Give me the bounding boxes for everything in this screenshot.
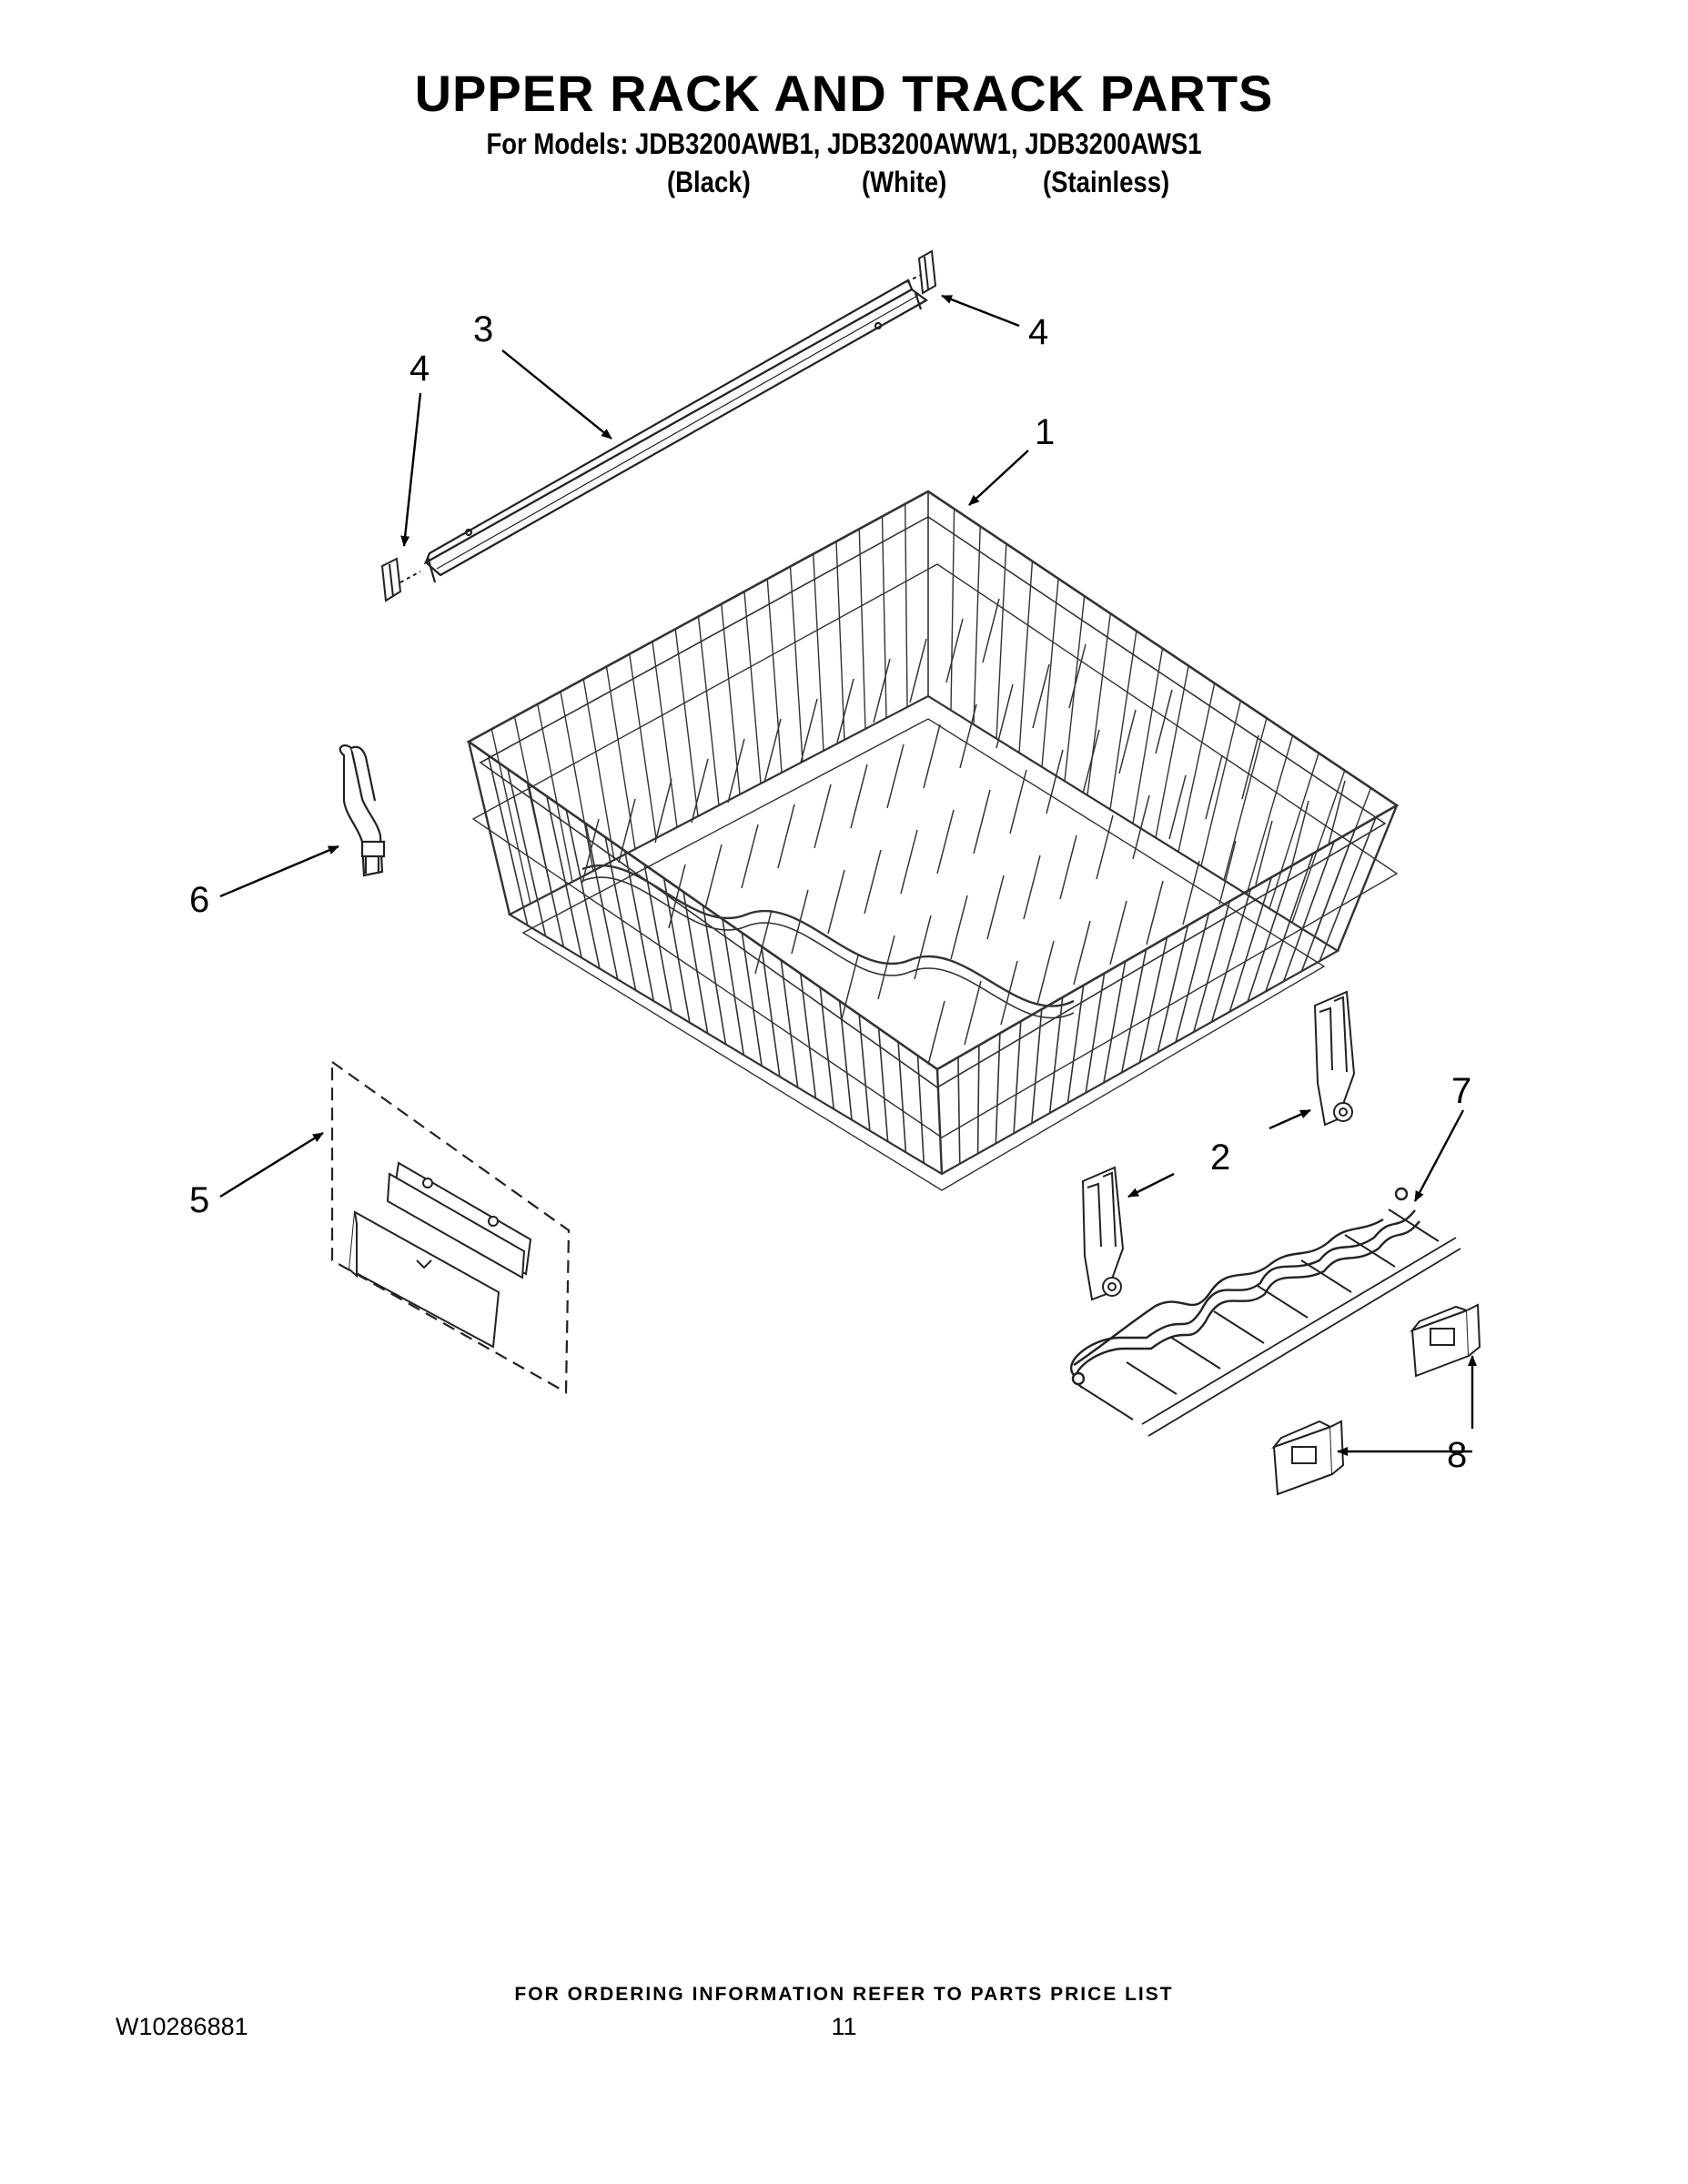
variant-stainless: (Stainless) bbox=[1043, 166, 1170, 198]
callout-4-right: 4 bbox=[1028, 312, 1048, 352]
handle-kit bbox=[330, 1059, 571, 1394]
variant-black: (Black) bbox=[667, 166, 751, 198]
callout-4-left: 4 bbox=[409, 349, 430, 389]
track-clip-lower bbox=[1271, 1420, 1345, 1496]
roller-upper bbox=[1313, 990, 1356, 1127]
callout-8: 8 bbox=[1447, 1435, 1467, 1475]
leader-lines bbox=[219, 294, 1477, 1456]
variant-white: (White) bbox=[862, 166, 947, 198]
ordering-note: FOR ORDERING INFORMATION REFER TO PARTS … bbox=[514, 1984, 1174, 2005]
callout-3: 3 bbox=[473, 309, 493, 349]
callout-5: 5 bbox=[189, 1180, 209, 1220]
rack-clip bbox=[339, 744, 386, 877]
page-number: 11 bbox=[831, 2013, 857, 2040]
page-title: UPPER RACK AND TRACK PARTS bbox=[414, 65, 1274, 122]
end-cap-left bbox=[380, 557, 421, 602]
callout-2: 2 bbox=[1210, 1138, 1230, 1178]
callout-1: 1 bbox=[1035, 412, 1055, 452]
roller-lower bbox=[1081, 1166, 1125, 1301]
track-rail bbox=[423, 278, 929, 583]
document-number: W10286881 bbox=[116, 2013, 248, 2040]
end-cap-right bbox=[905, 249, 937, 295]
upper-rack-basket bbox=[466, 490, 1400, 1191]
callout-6: 6 bbox=[189, 880, 209, 920]
track-clip-right bbox=[1409, 1303, 1481, 1378]
wire-tine-rack bbox=[1070, 1187, 1461, 1437]
callout-7: 7 bbox=[1451, 1071, 1471, 1111]
models-line: For Models: JDB3200AWB1, JDB3200AWW1, JD… bbox=[486, 127, 1202, 160]
